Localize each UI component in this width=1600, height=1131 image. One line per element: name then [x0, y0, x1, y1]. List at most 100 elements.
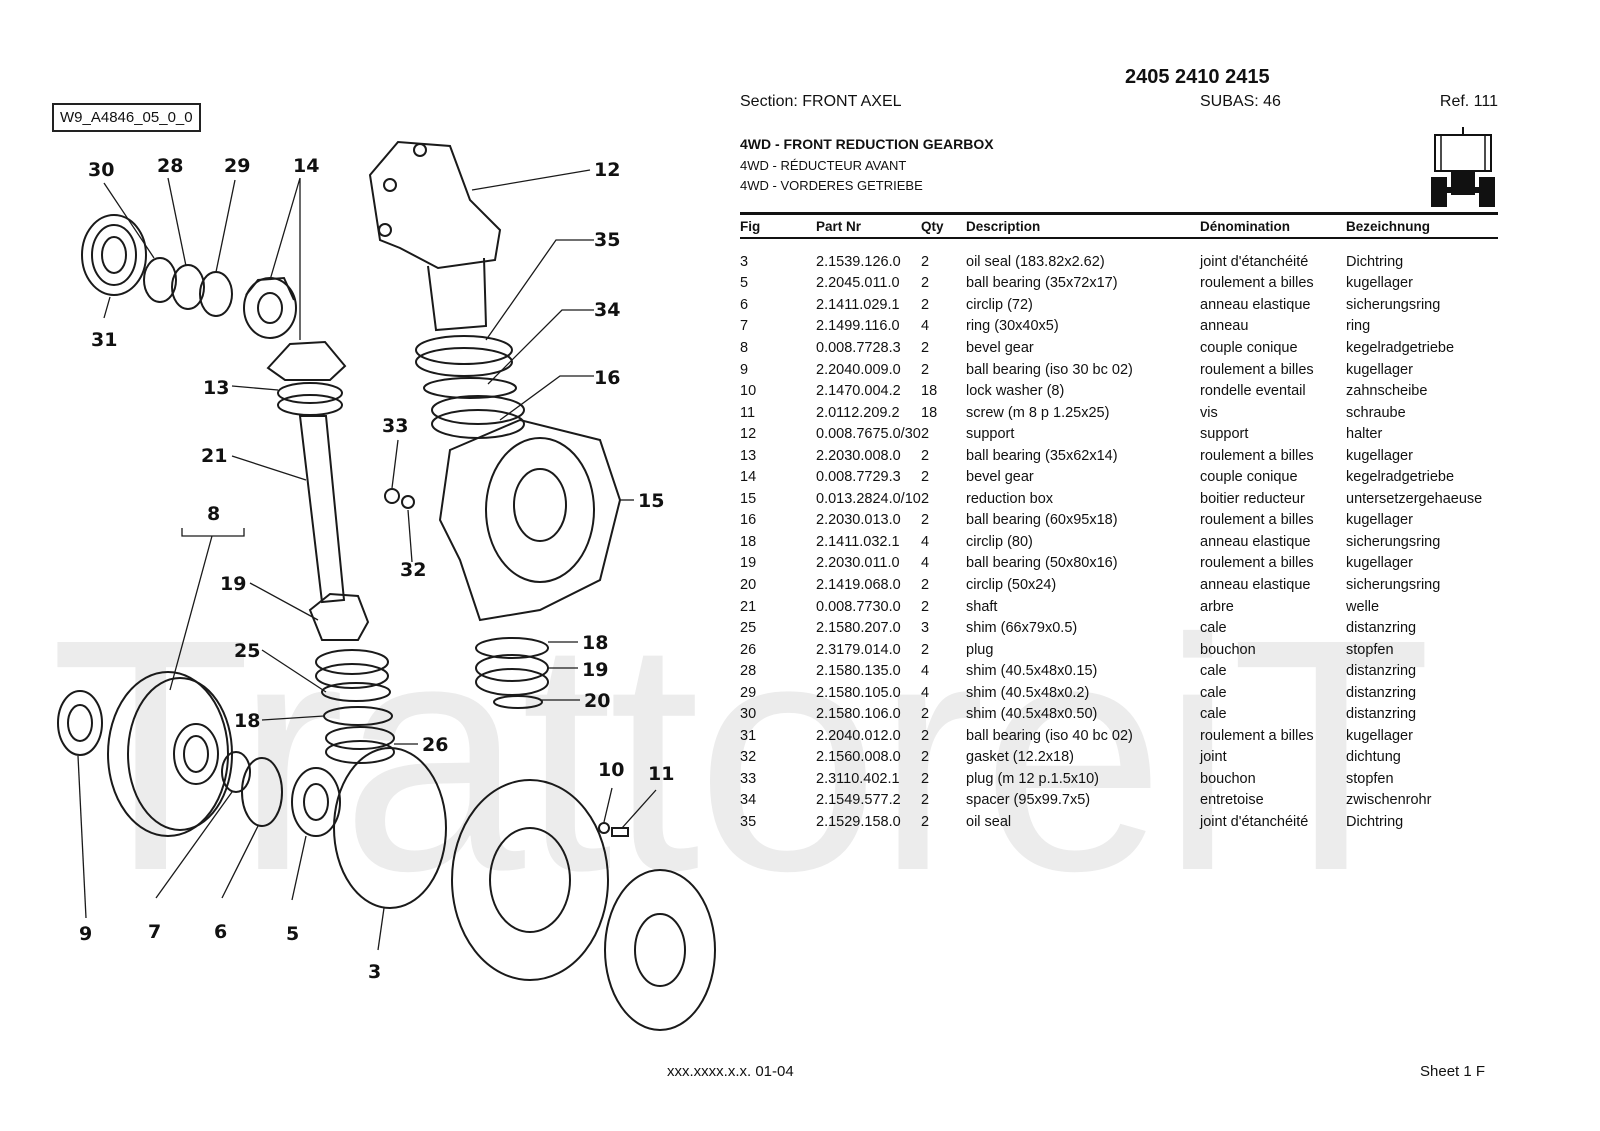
col-fig: Fig: [740, 218, 761, 234]
gasket-32-drawing: [401, 495, 415, 509]
tractor-front-icon: [1431, 127, 1495, 207]
cell-fig: 19: [740, 555, 757, 572]
callout-21: 21: [201, 445, 227, 467]
cell-description: ball bearing (iso 40 bc 02): [966, 727, 1133, 744]
cell-bezeichnung: sicherungsring: [1346, 576, 1441, 593]
title-french: 4WD - RÉDUCTEUR AVANT: [740, 158, 907, 173]
bearing-stack-drawing: [315, 649, 395, 764]
cell-qty: 3: [921, 620, 930, 637]
callout-31: 31: [91, 329, 117, 351]
cell-fig: 6: [740, 296, 749, 313]
bevel-gear-19-drawing: [308, 592, 370, 641]
section-row: Section: FRONT AXEL SUBAS: 46 Ref. 111: [740, 93, 1498, 115]
cell-fig: 15: [740, 490, 757, 507]
cell-part-nr: 2.2030.013.0: [816, 512, 901, 529]
cell-bezeichnung: sicherungsring: [1346, 296, 1441, 313]
cell-qty: 2: [921, 792, 930, 809]
cell-denomination: roulement a billes: [1200, 727, 1314, 744]
shim-28-drawing: [171, 264, 205, 310]
cell-part-nr: 2.2040.009.0: [816, 361, 901, 378]
cell-description: spacer (95x99.7x5): [966, 792, 1091, 809]
callout-15: 15: [638, 490, 664, 512]
callout-6: 6: [214, 921, 227, 943]
cell-bezeichnung: kugellager: [1346, 512, 1413, 529]
cell-bezeichnung: welle: [1346, 598, 1380, 615]
cell-fig: 31: [740, 727, 757, 744]
cell-fig: 30: [740, 706, 757, 723]
cell-fig: 28: [740, 663, 757, 680]
cell-denomination: joint: [1200, 749, 1227, 766]
cell-part-nr: 2.0112.209.2: [816, 404, 900, 421]
table-header-row: Fig Part Nr Qty Description Dénomination…: [740, 215, 1498, 237]
ring-7-drawing: [221, 751, 251, 793]
cell-part-nr: 2.1560.008.0: [816, 749, 901, 766]
support-12-drawing: [368, 140, 502, 332]
cell-qty: 2: [921, 275, 930, 292]
bearing-13-drawing: [277, 382, 343, 416]
cell-description: circlip (50x24): [966, 576, 1057, 593]
cell-fig: 12: [740, 426, 757, 443]
cell-qty: 2: [921, 469, 930, 486]
cell-qty: 18: [921, 383, 938, 400]
cell-bezeichnung: kegelradgetriebe: [1346, 469, 1455, 486]
callout-10: 10: [598, 759, 624, 781]
ref-label: Ref. 111: [1439, 93, 1498, 110]
cell-bezeichnung: untersetzergehaeuse: [1346, 490, 1483, 507]
cell-qty: 4: [921, 533, 930, 550]
bevel-gear-14-drawing: [266, 340, 347, 381]
cell-fig: 26: [740, 641, 757, 658]
cell-bezeichnung: distanzring: [1346, 706, 1417, 723]
cell-description: shim (40.5x48x0.15): [966, 663, 1098, 680]
bevel-gear-8-drawing: [107, 671, 233, 837]
callout-20: 20: [584, 690, 610, 712]
cell-bezeichnung: kugellager: [1346, 361, 1413, 378]
cell-part-nr: 2.1499.116.0: [816, 318, 900, 335]
cell-part-nr: 2.1470.004.2: [816, 383, 901, 400]
col-qty: Qty: [921, 218, 944, 234]
col-bezeichnung: Bezeichnung: [1346, 218, 1431, 234]
callout-12: 12: [594, 159, 620, 181]
shim-29-drawing: [199, 271, 233, 317]
cell-description: ball bearing (35x72x17): [966, 275, 1118, 292]
cell-description: shim (66x79x0.5): [966, 620, 1078, 637]
cell-bezeichnung: stopfen: [1346, 641, 1394, 658]
cell-part-nr: 2.1411.032.1: [816, 533, 900, 550]
cell-qty: 2: [921, 253, 930, 270]
reduction-box-15-drawing: [438, 418, 622, 622]
cell-qty: 2: [921, 706, 930, 723]
cell-bezeichnung: zwischenrohr: [1346, 792, 1432, 809]
cell-denomination: anneau elastique: [1200, 576, 1311, 593]
callout-8: 8: [207, 503, 220, 525]
table-top-rule: [740, 212, 1498, 215]
cell-denomination: entretoise: [1200, 792, 1264, 809]
cell-qty: 2: [921, 339, 930, 356]
cell-denomination: anneau: [1200, 318, 1249, 335]
callout-19: 19: [220, 573, 246, 595]
group-titles: 4WD - FRONT REDUCTION GEARBOX 4WD - RÉDU…: [740, 136, 994, 198]
bearing-5-drawing: [291, 767, 341, 837]
cell-denomination: cale: [1200, 706, 1227, 723]
cell-description: ball bearing (60x95x18): [966, 512, 1118, 529]
cell-denomination: bouchon: [1200, 770, 1256, 787]
callout-5: 5: [286, 923, 299, 945]
cell-fig: 16: [740, 512, 757, 529]
cell-denomination: roulement a billes: [1200, 361, 1314, 378]
cell-qty: 2: [921, 512, 930, 529]
callout-19-right: 19: [582, 659, 608, 681]
cell-bezeichnung: kugellager: [1346, 447, 1413, 464]
cell-qty: 2: [921, 641, 930, 658]
cell-fig: 21: [740, 598, 757, 615]
circlip-6-drawing: [241, 757, 283, 827]
callout-18-right: 18: [582, 632, 608, 654]
